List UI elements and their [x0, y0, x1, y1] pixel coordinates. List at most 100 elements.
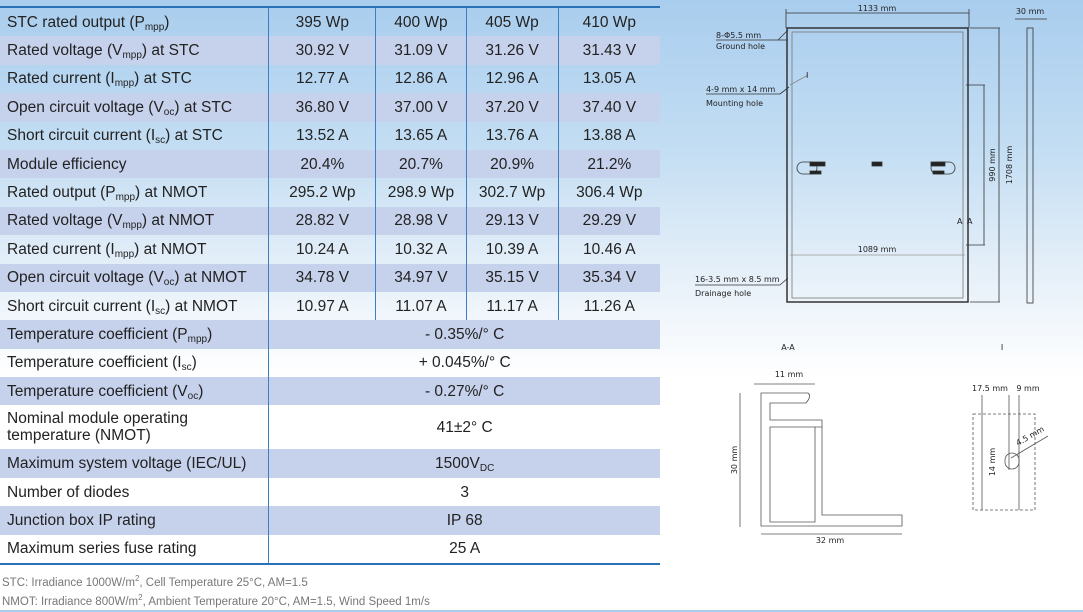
label-pre: STC rated output (P [7, 13, 145, 31]
value-text: 3 [460, 483, 469, 501]
label-post: ) at STC [174, 98, 233, 116]
spec-label: Rated voltage (Vmpp) at NMOT [0, 206, 269, 236]
label-sub: sc [155, 135, 166, 147]
side-view-drawing: 30 mm [1015, 7, 1047, 304]
label-post: ) [164, 13, 170, 31]
spec-label: Rated voltage (Vmpp) at STC [0, 36, 269, 65]
svg-text:4-9 mm x 14 mm: 4-9 mm x 14 mm [706, 85, 776, 94]
spec-value: 10.24 A [268, 235, 376, 264]
svg-text:990 mm: 990 mm [988, 148, 997, 182]
spec-value: 31.43 V [557, 36, 660, 65]
spec-value: 12.96 A [465, 64, 559, 94]
spec-value: 295.2 Wp [268, 178, 376, 207]
label-pre: Temperature coefficient (P [7, 325, 188, 343]
spec-value: 302.7 Wp [465, 178, 559, 207]
label-pre: Open circuit voltage (V [7, 98, 164, 116]
svg-text:I: I [1001, 343, 1003, 352]
label-pre: Maximum system voltage (IEC/UL) [7, 455, 247, 473]
label-post: ) at STC [141, 42, 200, 60]
label-post: ) at STC [165, 127, 223, 145]
spec-label: Open circuit voltage (Voc) at STC [0, 93, 269, 122]
spec-value: 25 A [268, 534, 660, 565]
label-sub: mpp [144, 21, 165, 33]
svg-text:A-A: A-A [781, 343, 795, 352]
svg-text:1708 mm: 1708 mm [1005, 146, 1014, 185]
label-pre: Junction box IP rating [7, 511, 156, 529]
spec-row: Number of diodes 3 [0, 477, 660, 507]
spec-value: 37.20 V [465, 93, 559, 122]
label-sub: mpp [122, 220, 142, 232]
spec-label: Temperature coefficient (Pmpp) [0, 320, 269, 349]
front-view-drawing: 1133 mm 1089 mm 990 mm 1708 mm A A I 8-Φ… [695, 4, 1014, 303]
spec-value: 298.9 Wp [375, 178, 467, 207]
spec-value: 13.88 A [557, 121, 660, 150]
svg-text:Mounting hole: Mounting hole [706, 99, 763, 108]
label-sub: oc [163, 106, 175, 118]
label-post: ) at NMOT [134, 240, 207, 258]
svg-text:I: I [806, 71, 808, 80]
spec-value: 11.17 A [465, 291, 559, 321]
spec-value: 12.77 A [268, 64, 376, 94]
spec-label: Short circuit current (Isc) at NMOT [0, 292, 269, 320]
spec-value: 20.9% [465, 149, 559, 179]
label-sub: oc [163, 277, 175, 289]
spec-value: - 0.27%/° C [268, 377, 660, 406]
label-pre: Rated current (I [7, 240, 115, 258]
label-post: ) [191, 354, 197, 372]
nmot-note: NMOT: Irradiance 800W/m2, Ambient Temper… [2, 593, 430, 608]
label-pre: Temperature coefficient (V [7, 382, 188, 400]
spec-value: 13.76 A [465, 121, 559, 150]
value-sub: DC [479, 463, 495, 475]
svg-text:Ground hole: Ground hole [716, 42, 765, 51]
stc-note: STC: Irradiance 1000W/m2, Cell Temperatu… [2, 574, 308, 589]
spec-value: - 0.35%/° C [268, 320, 660, 349]
spec-value: 35.34 V [557, 263, 660, 292]
svg-text:A: A [967, 217, 973, 226]
spec-value: 3 [268, 477, 660, 507]
svg-text:11 mm: 11 mm [775, 370, 804, 379]
label-sub: mpp [187, 333, 208, 345]
spec-value: 21.2% [557, 149, 660, 179]
spec-value: 13.65 A [375, 121, 467, 150]
spec-value: + 0.045%/° C [268, 348, 660, 378]
label-sub: mpp [115, 192, 136, 204]
spec-row: Maximum series fuse rating 25 A [0, 534, 660, 565]
label-sub: sc [155, 305, 166, 317]
label-post: ) [207, 325, 213, 343]
label-post: ) at NMOT [135, 184, 208, 202]
detail-i-drawing: I 17.5 mm 9 mm 4.5 mm 14 mm [972, 343, 1049, 511]
spec-label: Maximum series fuse rating [0, 535, 269, 564]
label-post: ) at NMOT [165, 297, 238, 315]
svg-text:14 mm: 14 mm [988, 448, 997, 477]
label-post: ) at NMOT [141, 212, 215, 230]
spec-row: Temperature coefficient (Voc)- 0.27%/° C [0, 377, 660, 406]
spec-value: 395 Wp [268, 7, 376, 37]
spec-value: 28.98 V [375, 206, 467, 236]
label-pre: Maximum series fuse rating [7, 540, 197, 558]
svg-text:A: A [957, 217, 963, 226]
label-pre: Number of diodes [7, 483, 130, 501]
svg-text:30 mm: 30 mm [1016, 7, 1045, 16]
spec-value: 13.52 A [268, 121, 376, 150]
spec-label: Nominal module operating temperature (NM… [0, 405, 269, 449]
label-post: ) at NMOT [174, 269, 247, 287]
label-pre: Module efficiency [7, 155, 127, 173]
spec-label: Rated output (Pmpp) at NMOT [0, 178, 269, 206]
svg-text:30 mm: 30 mm [730, 446, 739, 475]
label-pre: Rated current (I [7, 70, 115, 88]
spec-value: 31.26 V [465, 36, 559, 65]
svg-text:17.5 mm: 17.5 mm [972, 384, 1008, 393]
spec-value: 35.15 V [465, 263, 559, 292]
label-sub: mpp [114, 248, 135, 260]
spec-value: 400 Wp [375, 7, 467, 37]
label-post: ) [198, 382, 204, 400]
spec-value: 28.82 V [268, 206, 376, 236]
